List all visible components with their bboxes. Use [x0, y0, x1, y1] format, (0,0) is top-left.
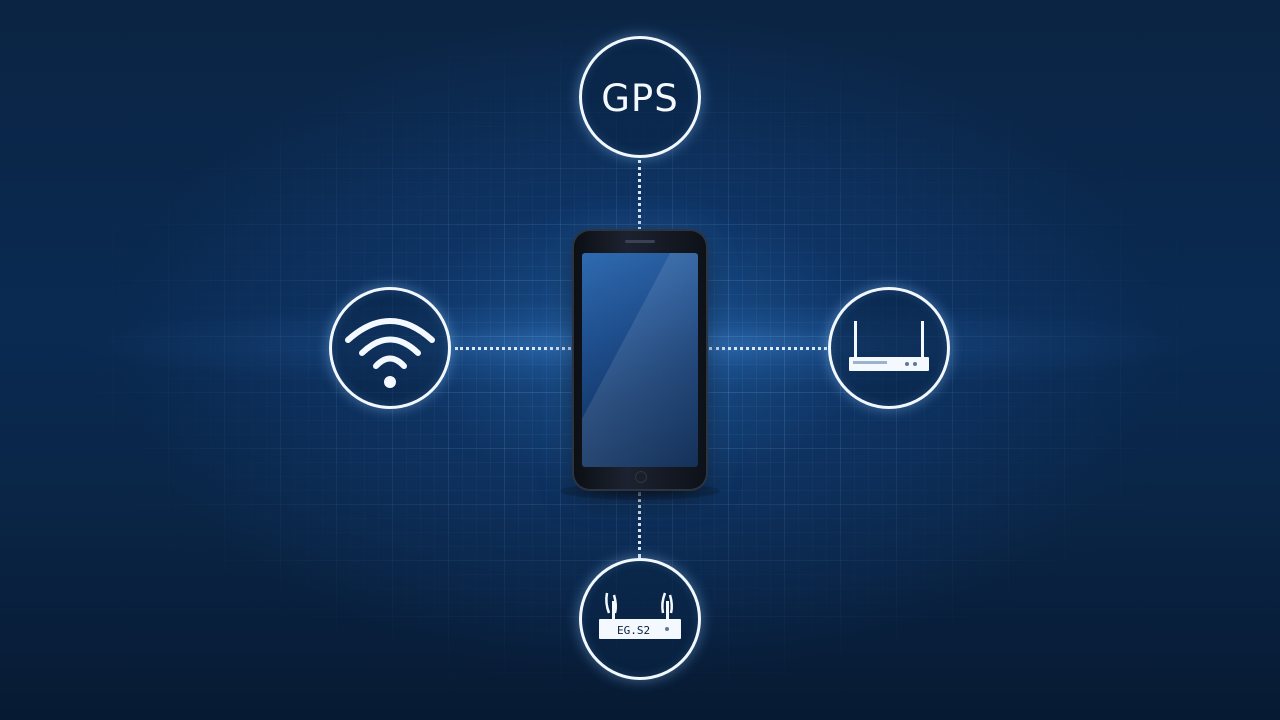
phone-screen	[582, 253, 698, 467]
smartphone-icon	[574, 231, 706, 489]
phone-home-button	[635, 471, 647, 483]
phone-speaker	[625, 240, 655, 243]
connector-gps-phone	[638, 160, 641, 230]
router-right-node	[828, 287, 950, 409]
gps-label: GPS	[601, 76, 679, 120]
connector-phone-router-right	[709, 347, 827, 350]
connector-wifi-phone	[455, 347, 571, 350]
router-model-label: EG.S2	[617, 624, 650, 637]
wifi-node	[329, 287, 451, 409]
router-icon: EG.S2	[599, 592, 681, 639]
connector-phone-router-bottom	[638, 492, 641, 558]
wifi-icon	[345, 318, 435, 388]
router-icon	[849, 321, 929, 371]
router-bottom-node: EG.S2	[579, 558, 701, 680]
gps-node: GPS	[579, 36, 701, 158]
